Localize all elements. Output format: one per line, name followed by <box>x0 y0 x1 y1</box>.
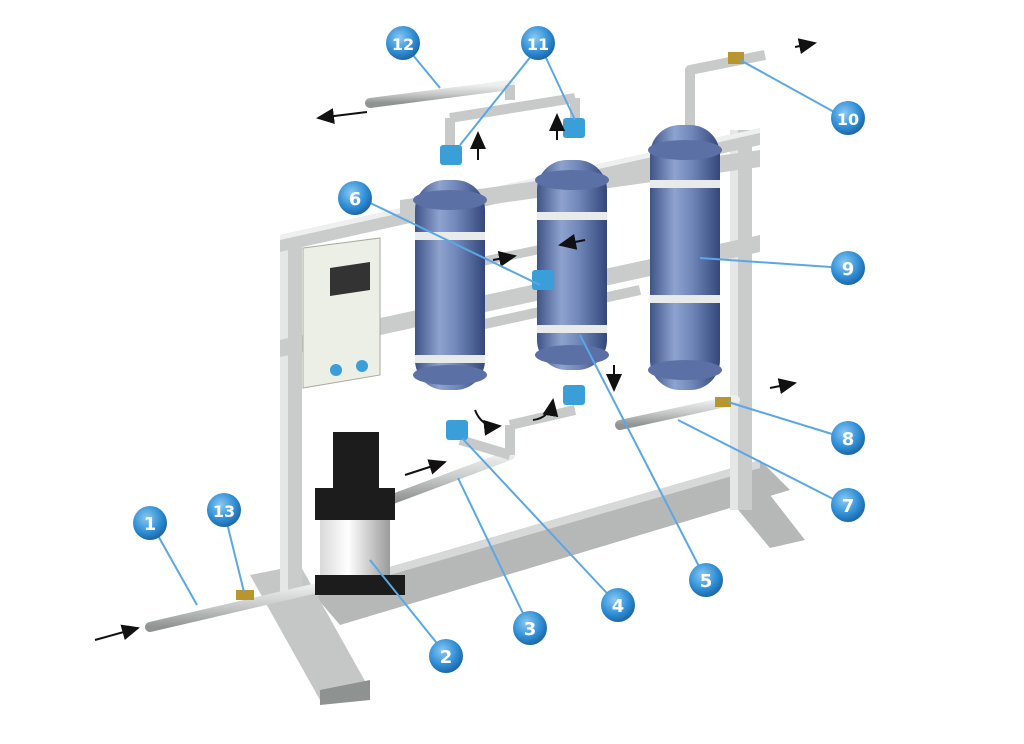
arrow-icon <box>492 250 517 267</box>
pipe-network <box>145 50 766 632</box>
callout-5: 5 <box>689 563 723 597</box>
callout-9: 9 <box>831 251 865 285</box>
callout-leaders <box>151 42 846 658</box>
callout-label: 3 <box>524 619 537 640</box>
callout-7: 7 <box>831 488 865 522</box>
arrow-icon <box>558 234 586 250</box>
callouts: 1 13 2 3 4 5 6 7 <box>133 26 865 673</box>
arrow-icon <box>532 398 559 421</box>
callout-label: 2 <box>440 647 453 668</box>
callout-label: 4 <box>612 596 625 617</box>
callout-3: 3 <box>513 611 547 645</box>
callout-label: 13 <box>213 502 235 521</box>
callout-label: 9 <box>842 259 855 280</box>
callout-6: 6 <box>338 181 372 215</box>
pump <box>315 432 405 595</box>
arrow-icon <box>794 38 817 54</box>
callout-11: 11 <box>521 26 555 60</box>
callout-label: 10 <box>837 110 859 129</box>
arrow-icon <box>474 409 502 436</box>
filter-vessel-left <box>413 180 487 390</box>
callout-1: 1 <box>133 506 167 540</box>
flow-arrows <box>94 38 817 641</box>
arrow-icon <box>769 378 797 394</box>
callout-12: 12 <box>386 26 420 60</box>
arrow-icon <box>316 108 368 124</box>
callout-13: 13 <box>207 493 241 527</box>
valve-icon <box>440 118 585 440</box>
control-panel <box>302 237 381 389</box>
callout-label: 6 <box>349 189 362 210</box>
callout-label: 7 <box>842 496 855 517</box>
callout-label: 1 <box>144 514 157 535</box>
callout-4: 4 <box>601 588 635 622</box>
arrow-icon <box>94 624 140 641</box>
callout-8: 8 <box>831 421 865 455</box>
arrow-icon <box>404 459 447 476</box>
callout-label: 8 <box>842 429 855 450</box>
filter-vessel-right <box>648 125 722 390</box>
callout-label: 5 <box>700 571 713 592</box>
filter-vessel-middle <box>535 160 609 370</box>
callout-label: 12 <box>392 35 414 54</box>
callout-label: 11 <box>527 35 549 54</box>
callout-10: 10 <box>831 101 865 135</box>
callout-2: 2 <box>429 639 463 673</box>
